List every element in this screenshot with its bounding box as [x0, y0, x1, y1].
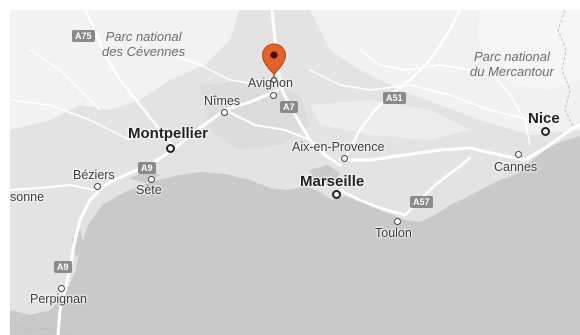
park-name-line2: du Mercantour [470, 64, 554, 79]
city-label-marseille[interactable]: Marseille [300, 173, 365, 190]
road-shield-a9-south: A9 [54, 261, 72, 273]
border-line-west [10, 324, 71, 335]
road-shield-a7: A7 [280, 101, 298, 113]
road-shield-a51: A51 [383, 92, 406, 104]
city-dot-nimes[interactable] [221, 109, 228, 116]
city-label-aix[interactable]: Aix-en-Provence [292, 140, 385, 154]
terrain-luberon [310, 100, 470, 140]
city-dot-aix[interactable] [341, 155, 348, 162]
city-label-montpellier[interactable]: Montpellier [128, 125, 209, 142]
city-dot-cannes[interactable] [515, 151, 522, 158]
park-name-line1: Parc national [105, 29, 182, 44]
map-pin-shape [261, 43, 287, 75]
park-name-line2: des Cévennes [102, 44, 186, 59]
city-dot-toulon[interactable] [394, 218, 401, 225]
terrain-lowland [200, 80, 310, 150]
city-label-sete[interactable]: Sète [136, 183, 162, 197]
road-shield-a9-north: A9 [138, 162, 156, 174]
city-dot-montpellier[interactable] [166, 144, 175, 153]
park-label-cevennes: Parc national des Cévennes [102, 29, 185, 59]
city-label-narbonne[interactable]: sonne [10, 190, 45, 204]
city-dot-perpignan[interactable] [58, 285, 65, 292]
city-dot-avignon[interactable] [270, 92, 277, 99]
city-label-perpignan[interactable]: Perpignan [30, 292, 87, 306]
city-label-toulon[interactable]: Toulon [375, 226, 412, 240]
map-pin-anchor [270, 76, 278, 83]
park-name-line1: Parc national [473, 49, 550, 64]
border-line [557, 10, 576, 131]
mediterranean-sea [10, 136, 580, 335]
city-label-cannes[interactable]: Cannes [494, 160, 538, 174]
map-viewport[interactable]: Parc national des Cévennes Parc national… [10, 10, 580, 335]
city-label-nice[interactable]: Nice [528, 110, 560, 127]
map-pin-center [270, 51, 278, 59]
map-pin-icon[interactable] [261, 43, 287, 83]
etang-de-berre [310, 165, 340, 185]
road-shield-a57: A57 [410, 196, 433, 208]
road-shield-a75: A75 [72, 30, 95, 42]
city-dot-marseille[interactable] [332, 190, 341, 199]
map-canvas[interactable] [10, 10, 580, 335]
terrain-mercantour [478, 10, 580, 90]
city-dot-beziers[interactable] [94, 183, 101, 190]
park-label-mercantour: Parc national du Mercantour [470, 49, 554, 79]
city-label-beziers[interactable]: Béziers [73, 168, 115, 182]
city-label-avignon[interactable]: Avignon [248, 76, 293, 90]
city-label-nimes[interactable]: Nîmes [204, 94, 241, 108]
city-dot-nice[interactable] [541, 127, 550, 136]
city-dot-sete[interactable] [148, 176, 155, 183]
terrain-cevennes [10, 10, 240, 130]
